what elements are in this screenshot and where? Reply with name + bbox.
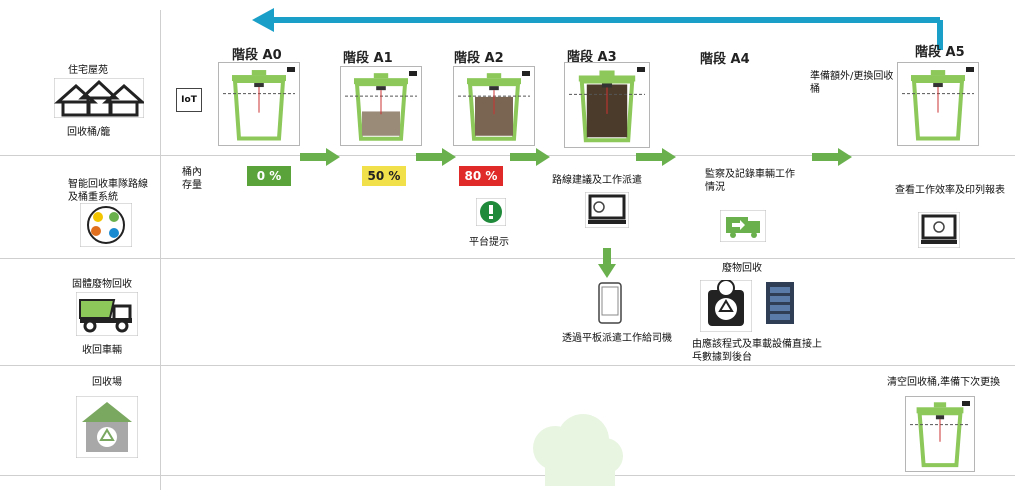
bin-a1 [340, 66, 422, 146]
bin-sensor [489, 86, 499, 91]
waste-recycle-text: 廢物回收 [722, 263, 762, 274]
bin-device-tag [409, 71, 417, 76]
fill-badge-a2: 80 % [459, 166, 503, 186]
bin-sensor [376, 86, 386, 91]
bin-sensor [254, 83, 264, 88]
bin-a2 [453, 66, 535, 146]
dump-truck-icon [76, 292, 138, 336]
fill-badge-a1: 50 % [362, 166, 406, 186]
bin-lid [578, 75, 636, 82]
trash-bin-icon [569, 67, 645, 143]
trash-bin-icon [458, 71, 530, 141]
row-divider-4 [0, 475, 1015, 476]
bin-a0 [218, 62, 300, 146]
row-caption-vehicles: 收回車輛 [82, 345, 122, 356]
flow-arrow-1 [300, 148, 340, 166]
bin-device-tag [637, 67, 645, 72]
fleet-system-icon [80, 203, 132, 247]
row-divider-1 [0, 155, 1015, 156]
alert-icon [476, 198, 506, 226]
tablet-icon [598, 282, 622, 324]
bin-device-tag [966, 67, 974, 72]
bin-a3 [564, 62, 650, 148]
tablet-dispatch-text: 透過平板派遣工作給司機 [562, 333, 672, 344]
stage-label-a4: 階段 A4 [700, 52, 750, 67]
prepare-replace-text: 準備額外/更換回收 桶 [810, 71, 894, 95]
return-arrow [252, 8, 943, 50]
bin-sensor [935, 415, 945, 420]
row-divider-3 [0, 365, 1015, 366]
recycle-bin-icon [700, 280, 752, 332]
stage-label-a3: 階段 A3 [567, 50, 617, 65]
trash-bin-icon [345, 71, 417, 141]
row-title-residential: 住宅屋苑 [68, 65, 108, 76]
bin-lid [911, 75, 965, 82]
bin-handle [251, 70, 267, 76]
trash-bin-icon [910, 401, 970, 468]
bin-a5 [897, 62, 979, 146]
flow-arrow-5 [812, 148, 852, 166]
bin-sensor [933, 83, 943, 88]
recycle-house-icon [76, 396, 138, 458]
trash-bin-icon [902, 67, 974, 141]
row-divider-2 [0, 258, 1015, 259]
route-suggest-text: 路線建議及工作派遣 [552, 175, 642, 186]
monitor-record-text: 監察及記錄車輛工作 情況 [705, 169, 795, 193]
flow-arrow-2 [416, 148, 456, 166]
empty-bin-text: 清空回收桶,準備下次更換 [887, 377, 1001, 388]
bin-device-tag [962, 401, 970, 406]
bin-fill-level [362, 111, 400, 136]
bin-sensor [601, 83, 613, 88]
bin-lid [354, 78, 408, 85]
flow-arrow-3 [510, 148, 550, 166]
computer-monitor-icon [585, 192, 629, 228]
bin-handle [486, 73, 502, 79]
bin-lid [467, 78, 521, 85]
bin-handle [930, 70, 946, 76]
stage-label-a1: 階段 A1 [343, 51, 393, 66]
row-caption-bins: 回收桶/籠 [67, 127, 111, 138]
bin-lid [232, 75, 286, 82]
upload-data-text: 由應該程式及車載設備直接上 乓數據到後台 [692, 339, 822, 363]
report-monitor-icon [918, 212, 960, 248]
stage-label-a5: 階段 A5 [915, 45, 965, 60]
trash-bin-icon [223, 67, 295, 141]
bin-capacity-label: 桶內 存量 [182, 167, 202, 191]
view-report-text: 查看工作效率及印列報表 [895, 185, 1005, 196]
row-title-recycle-yard: 回收場 [92, 377, 122, 388]
flow-arrow-4 [636, 148, 676, 166]
bin-device-tag [287, 67, 295, 72]
delivery-truck-icon [720, 210, 766, 242]
bin-empty-final [905, 396, 975, 472]
row-title-fleet: 智能回收車隊路線 及桶重系統 [68, 179, 148, 203]
server-icon [766, 282, 794, 324]
iot-icon: IoT [176, 88, 202, 112]
bin-device-tag [522, 71, 530, 76]
row-title-solid-waste: 固體廢物回收 [72, 279, 132, 290]
bin-lid [916, 407, 964, 414]
stage-label-a0: 階段 A0 [232, 48, 282, 63]
bin-handle [933, 402, 947, 408]
row-header-divider [160, 10, 161, 490]
platform-alert-text: 平台提示 [469, 237, 509, 248]
cloud-watermark [533, 414, 623, 486]
bin-handle [373, 73, 389, 79]
bin-handle [599, 70, 615, 76]
houses-icon [54, 78, 144, 118]
down-arrow [598, 248, 616, 278]
fill-badge-a0: 0 % [247, 166, 291, 186]
stage-label-a2: 階段 A2 [454, 51, 504, 66]
